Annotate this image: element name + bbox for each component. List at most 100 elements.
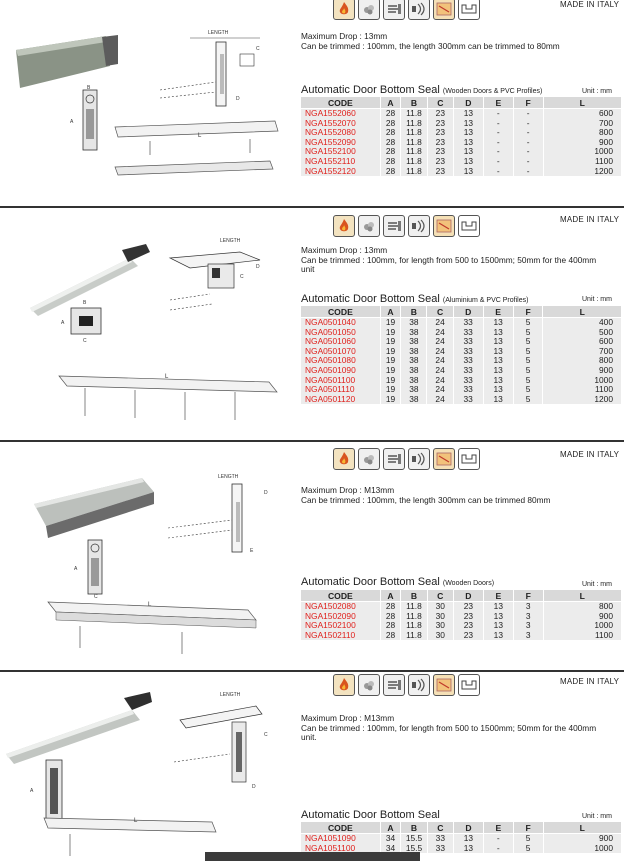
product-section-2: MADE IN ITALY LENGTH D C B A C L Maximum… bbox=[0, 208, 624, 440]
column-header: E bbox=[482, 821, 514, 834]
feature-badges bbox=[333, 215, 480, 237]
svg-text:D: D bbox=[264, 490, 268, 496]
table-title: Automatic Door Bottom Seal (Aluminium & … bbox=[301, 293, 528, 305]
table-title: Automatic Door Bottom Seal (Wooden Doors… bbox=[301, 84, 542, 96]
svg-text:A: A bbox=[74, 566, 78, 572]
table-cell: 23 bbox=[426, 156, 454, 167]
table-cell: 33 bbox=[426, 843, 454, 854]
table-cell: 900 bbox=[542, 365, 622, 376]
full-length-drawing: L bbox=[47, 601, 257, 654]
svg-text:L: L bbox=[134, 818, 138, 824]
table-cell: 13 bbox=[452, 833, 484, 844]
table-cell: 13 bbox=[452, 118, 484, 129]
product-photo bbox=[6, 692, 152, 764]
table-cell: - bbox=[482, 118, 514, 129]
column-header: D bbox=[452, 305, 484, 318]
sound-icon bbox=[408, 215, 430, 237]
svg-text:L: L bbox=[198, 133, 202, 139]
sound-icon bbox=[408, 448, 430, 470]
table-cell: 11.8 bbox=[400, 601, 428, 612]
column-header: L bbox=[542, 589, 623, 602]
column-header: A bbox=[379, 589, 402, 602]
max-drop-text: Maximum Drop : 13mm bbox=[301, 245, 388, 255]
table-cell: 34 bbox=[379, 843, 402, 854]
table-cell: 5 bbox=[512, 394, 544, 405]
table-cell: - bbox=[482, 156, 514, 167]
svg-text:D: D bbox=[256, 264, 260, 270]
product-description: Maximum Drop : M13mm Can be trimmed : 10… bbox=[301, 713, 601, 743]
table-cell: 800 bbox=[542, 356, 622, 366]
max-drop-text: Maximum Drop : 13mm bbox=[301, 31, 388, 41]
table-cell: 800 bbox=[542, 128, 623, 138]
table-title: Automatic Door Bottom Seal (Wooden Doors… bbox=[301, 576, 494, 588]
title-text: Automatic Door Bottom Seal bbox=[301, 293, 440, 305]
svg-text:C: C bbox=[256, 46, 260, 52]
feature-badges bbox=[333, 448, 480, 470]
table-cell: 13 bbox=[452, 843, 484, 854]
column-header: D bbox=[452, 589, 484, 602]
profile-icon bbox=[458, 215, 480, 237]
airflow-icon bbox=[383, 674, 405, 696]
column-header: E bbox=[482, 96, 514, 109]
length-label: LENGTH bbox=[208, 30, 229, 36]
table-cell: 19 bbox=[379, 317, 402, 328]
table-cell: 1000 bbox=[542, 147, 623, 157]
svg-text:C: C bbox=[94, 594, 98, 600]
table-cell: 28 bbox=[379, 118, 402, 129]
table-cell: 13 bbox=[482, 630, 514, 641]
table-cell: - bbox=[482, 147, 514, 157]
table-cell: 23 bbox=[426, 108, 454, 119]
feature-badges bbox=[333, 0, 480, 20]
product-code: NGA1552120 bbox=[300, 166, 381, 177]
table-cell: 23 bbox=[426, 118, 454, 129]
product-description: Maximum Drop : 13mm Can be trimmed : 100… bbox=[301, 31, 601, 51]
viewer-toolbar[interactable] bbox=[205, 852, 420, 861]
table-cell: 19 bbox=[379, 394, 402, 405]
table-cell: 13 bbox=[452, 156, 484, 167]
table-cell: 11.8 bbox=[400, 166, 428, 177]
table-cell: - bbox=[482, 843, 514, 854]
product-photo bbox=[34, 478, 154, 538]
table-cell: 19 bbox=[379, 365, 402, 376]
table-cell: 28 bbox=[379, 108, 402, 119]
table-cell: 28 bbox=[379, 128, 402, 138]
table-cell: 19 bbox=[379, 337, 402, 347]
svg-text:B: B bbox=[83, 300, 87, 306]
svg-text:LENGTH: LENGTH bbox=[220, 692, 241, 698]
trim-text: Can be trimmed : 100mm, for length from … bbox=[301, 254, 597, 275]
fire-icon bbox=[333, 0, 355, 20]
product-photo bbox=[30, 244, 150, 316]
table-cell: 13 bbox=[482, 621, 514, 631]
table-cell: 13 bbox=[452, 108, 484, 119]
title-text: Automatic Door Bottom Seal bbox=[301, 84, 440, 96]
table-cell: 1100 bbox=[542, 156, 623, 167]
profile-icon bbox=[458, 0, 480, 20]
table-cell: 800 bbox=[542, 601, 623, 612]
table-cell: 13 bbox=[482, 394, 514, 405]
table-cell: 33 bbox=[426, 833, 454, 844]
airflow-icon bbox=[383, 0, 405, 20]
column-header: B bbox=[400, 821, 428, 834]
subtitle-text: (Aluminium & PVC Profiles) bbox=[442, 297, 529, 304]
column-header: L bbox=[542, 821, 623, 834]
smoke-icon bbox=[358, 0, 380, 20]
airflow-icon bbox=[383, 448, 405, 470]
full-length-drawing: L bbox=[58, 374, 278, 420]
table-cell: 500 bbox=[542, 327, 622, 338]
heat-icon bbox=[433, 448, 455, 470]
table-cell: 13 bbox=[482, 327, 514, 338]
svg-text:LENGTH: LENGTH bbox=[220, 238, 241, 244]
product-code: NGA0501120 bbox=[300, 394, 381, 405]
table-cell: 13 bbox=[482, 375, 514, 386]
